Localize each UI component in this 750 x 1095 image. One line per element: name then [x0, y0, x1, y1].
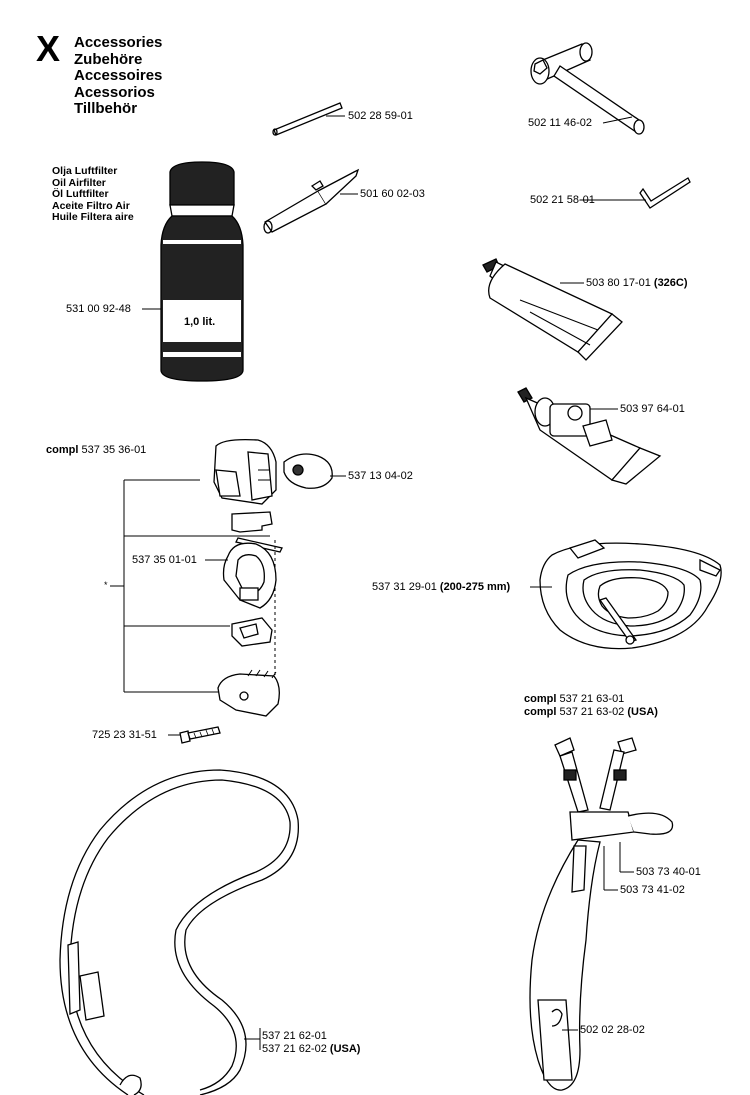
grease-gun-illustration [517, 387, 662, 485]
assembly-asterisk: * [104, 580, 108, 590]
title-de: Zubehöre [74, 50, 143, 68]
harness-compl-label: compl 537 21 63-01 compl 537 21 63-02 (U… [524, 693, 658, 719]
oil-heading-es: Aceite Filtro Air [52, 199, 130, 212]
part-guard-number: 537 31 29-01 [372, 581, 437, 593]
section-letter: X [36, 28, 61, 69]
part-guard-note: (200-275 mm) [439, 581, 511, 593]
harness-compl-line-2: compl 537 21 63-02 (USA) [524, 706, 658, 719]
assembly-compl-word: compl [46, 444, 79, 456]
part-bolt: 725 23 31-51 [92, 729, 157, 741]
harness-compl-part-2: 537 21 63-02 [559, 706, 625, 718]
title-es: Acessorios [74, 83, 155, 101]
harness-compl-part-1: 537 21 63-01 [559, 693, 625, 705]
file-tool-illustration [263, 168, 360, 234]
oil-heading-fr: Huile Filtera aire [52, 211, 134, 223]
plate-illustration [231, 511, 283, 688]
d-ring-illustration [205, 542, 277, 609]
part-hook: 502 02 28-02 [580, 1024, 645, 1036]
part-wrench: 502 11 46-02 [528, 117, 593, 129]
assembly-compl-part: 537 35 36-01 [81, 444, 147, 456]
title-sv: Tillbehör [74, 100, 138, 117]
clip-lower-illustration [217, 669, 280, 717]
oil-heading-de: Öl Luftfilter [52, 188, 109, 200]
part-file-tool: 501 60 02-03 [360, 188, 425, 200]
part-single-strap-2-line: 537 21 62-02 (USA) [262, 1043, 360, 1056]
part-grease-tube-number: 503 80 17-01 [586, 277, 651, 289]
part-grease-tube: 503 80 17-01 (326C) [586, 277, 688, 289]
harness-compl-word-2: compl [524, 706, 557, 718]
wrench-illustration [530, 42, 645, 135]
part-single-strap-1: 537 21 62-01 [262, 1030, 327, 1042]
clip-upper-illustration [213, 438, 277, 505]
oil-heading-sv: Olja Luftfilter [52, 165, 118, 177]
small-clip-illustration [231, 617, 273, 647]
harness-illustration [529, 737, 674, 1091]
part-d-ring: 537 35 01-01 [132, 554, 197, 566]
single-strap-illustration [59, 769, 299, 1095]
assembly-compl-label: compl 537 35 36-01 [46, 444, 146, 456]
part-rod: 502 28 59-01 [348, 110, 413, 122]
bottle-volume-label: 1,0 lit. [184, 316, 216, 328]
part-oil-bottle: 531 00 92-48 [66, 303, 131, 315]
oil-bottle-illustration [142, 161, 244, 382]
harness-compl-word-1: compl [524, 693, 557, 705]
part-buckle-b: 503 73 41-02 [620, 884, 685, 896]
part-buckle-a: 503 73 40-01 [636, 866, 701, 878]
part-guard: 537 31 29-01 (200-275 mm) [372, 581, 510, 593]
title-en: Accessories [74, 34, 163, 51]
part-knob: 537 13 04-02 [348, 470, 413, 482]
section-titles: Accessories Zubehöre Accessoires Acessor… [74, 34, 163, 118]
knob-illustration [283, 453, 346, 489]
part-hex-key: 502 21 58-01 [530, 194, 595, 206]
title-fr: Accessoires [74, 67, 163, 84]
grease-tube-illustration [482, 258, 623, 361]
harness-compl-note: (USA) [627, 706, 658, 718]
oil-heading-en: Oil Airfilter [52, 176, 106, 189]
rod-illustration [272, 102, 345, 136]
bolt-illustration [168, 726, 221, 744]
single-strap-parts: 537 21 62-01 537 21 62-02 (USA) [262, 1030, 360, 1056]
part-single-strap-2-note: (USA) [329, 1043, 361, 1055]
oil-headings: Olja Luftfilter Oil Airfilter Öl Luftfil… [52, 165, 134, 224]
harness-compl-line-1: compl 537 21 63-01 [524, 693, 658, 706]
hex-key-illustration [580, 177, 691, 209]
part-grease-gun: 503 97 64-01 [620, 403, 685, 415]
part-single-strap-2: 537 21 62-02 [262, 1043, 327, 1055]
guard-illustration [530, 539, 722, 650]
assembly-bracket [110, 479, 270, 693]
part-grease-tube-note: (326C) [653, 277, 688, 289]
